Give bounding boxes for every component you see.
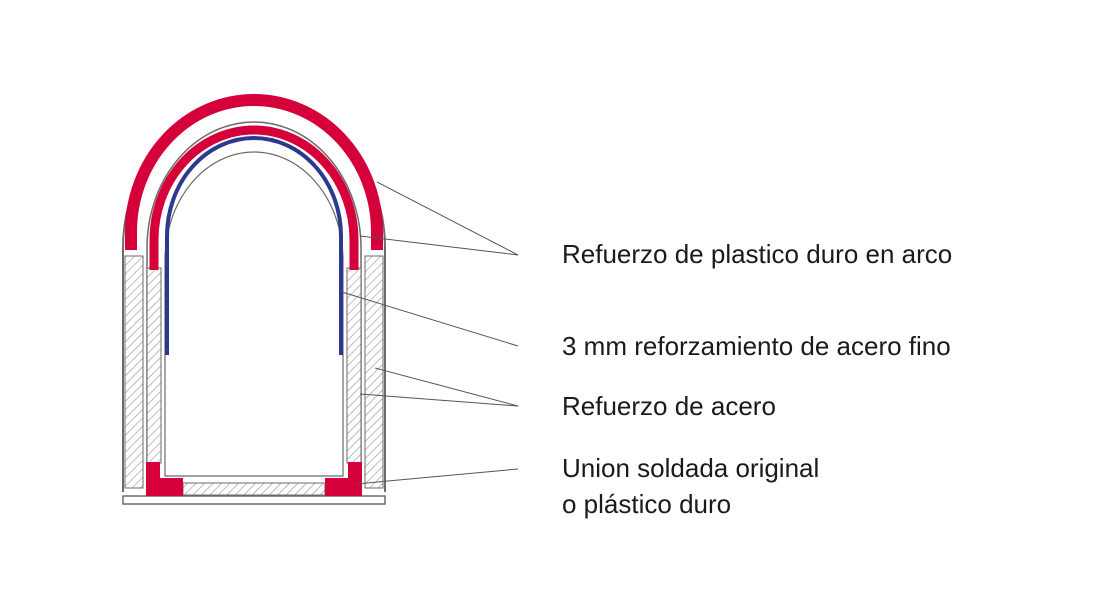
label-steel-reinforcement: Refuerzo de acero — [562, 391, 776, 421]
fine-steel-arch — [165, 136, 343, 355]
steel-reinforcement-bottom — [182, 482, 326, 496]
steel-reinforcement-left-inner — [146, 267, 162, 464]
base-plate — [122, 495, 386, 505]
label-weld-line1: Union soldada original — [562, 453, 820, 483]
steel-reinforcement-left-outer — [124, 255, 144, 489]
inner-frame-outline — [146, 121, 362, 492]
label-fine-steel: 3 mm reforzamiento de acero fino — [562, 331, 951, 361]
label-weld-line2: o plástico duro — [562, 489, 732, 519]
leader-arch-1 — [376, 181, 519, 256]
plastic-arch-outer-band — [125, 94, 383, 250]
weld-corner-right — [325, 462, 362, 496]
label-arch-reinforcement: Refuerzo de plastico duro en arco — [562, 239, 953, 269]
leader-weld — [355, 468, 519, 485]
label-weld-joint: Union soldada original o plástico duro — [562, 450, 819, 522]
plastic-arch-inner-band — [149, 125, 359, 270]
steel-reinforcement-right-outer — [364, 255, 384, 489]
leader-arch-2 — [359, 235, 519, 256]
glazing-outline — [164, 151, 344, 477]
leader-steel-1 — [374, 367, 519, 407]
leader-steel-2 — [359, 393, 519, 407]
weld-corner-left — [146, 462, 183, 496]
leader-fine-steel — [341, 291, 519, 347]
leader-lines — [341, 181, 519, 485]
